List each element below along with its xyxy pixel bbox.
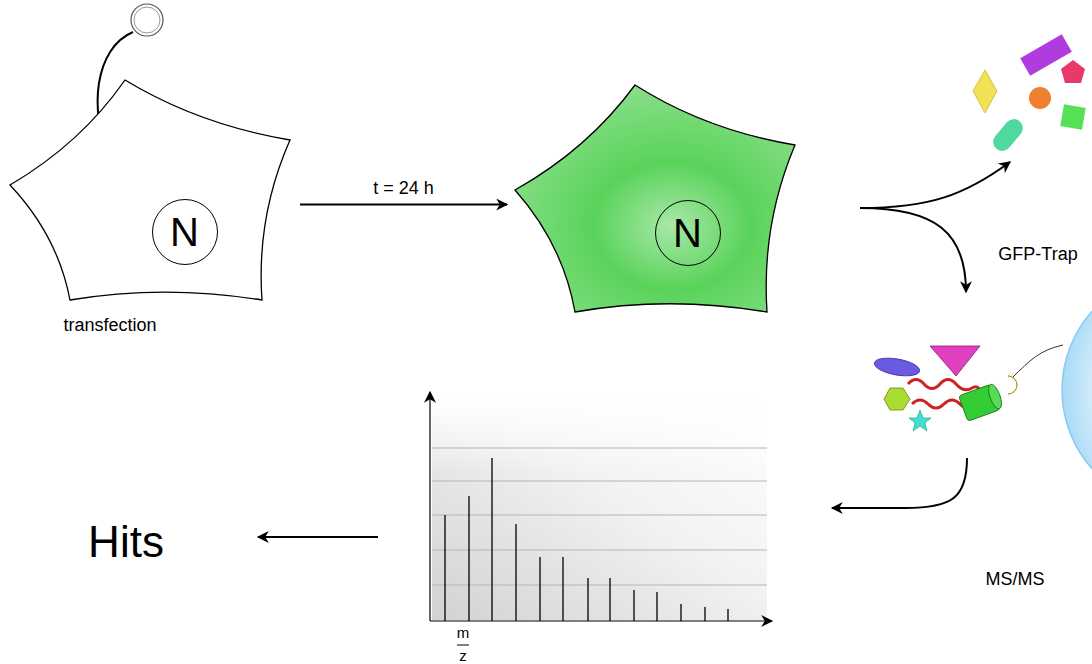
step-label: MS/MS [985,570,1044,590]
cell: Ntransfection [8,78,294,304]
split-arrow [860,162,1010,208]
nucleus: N [152,199,218,265]
step-label: GFP-Trap [998,245,1077,265]
nucleus-label: N [673,211,702,255]
cell: N [513,83,799,315]
axis-label: m [457,625,470,642]
nucleus: N [655,200,721,266]
hits-arrow [258,536,378,538]
cell-caption: transfection [63,316,156,336]
protein-complex [873,345,1063,431]
protein-mixture [973,34,1086,154]
result-label: Hits [88,518,164,566]
cell-outline [513,83,799,315]
edge-label: t = 24 h [371,179,436,199]
nucleus-label: N [170,210,199,254]
flow-arrow [300,204,507,206]
split-arrow [860,208,966,292]
bead [1062,272,1092,508]
mass-spectrum [430,392,772,645]
msms-arrow [832,458,967,508]
axis-label: z [459,648,467,664]
cell-outline [8,78,294,304]
plasmid [131,4,163,36]
